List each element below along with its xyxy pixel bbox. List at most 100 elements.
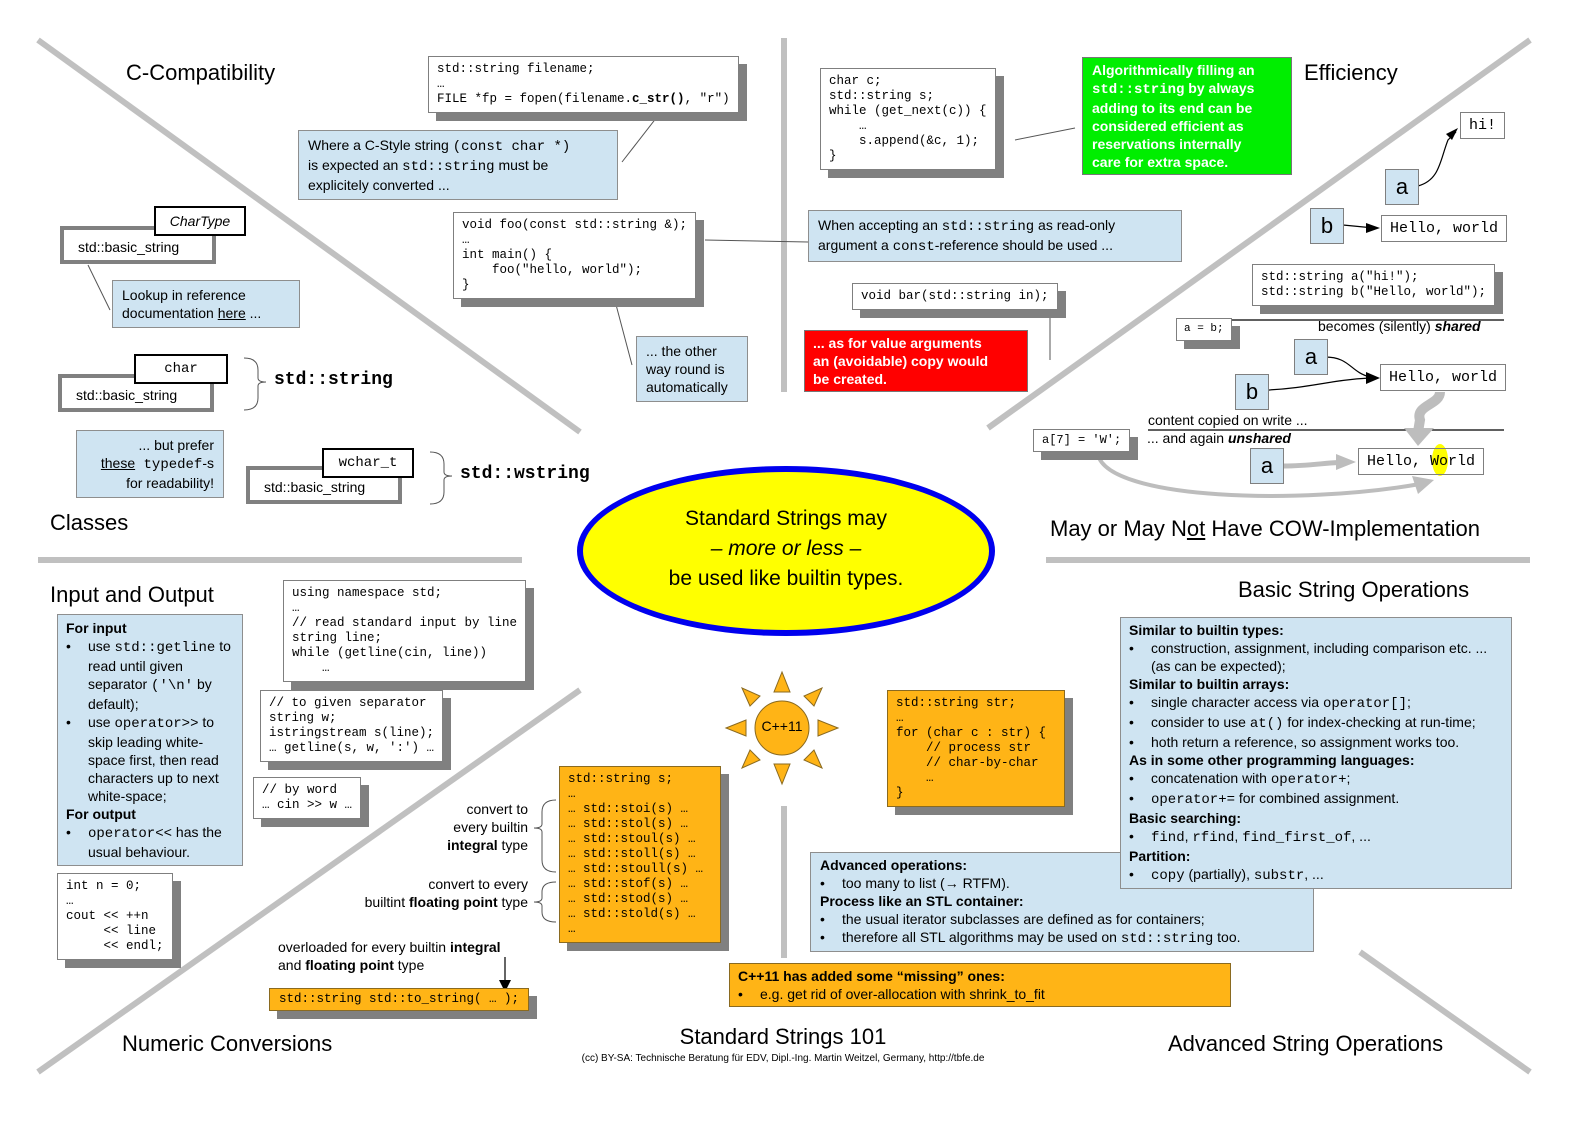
connector-foo xyxy=(704,239,809,243)
bullet-dot: • xyxy=(1129,640,1134,656)
code-line: std::string s; xyxy=(829,89,935,103)
label-text: type xyxy=(393,957,425,973)
code-line: // to given separator xyxy=(269,696,427,710)
bullet-dot: • xyxy=(1129,714,1134,730)
here-link[interactable]: here xyxy=(217,305,246,321)
note-header: Advanced operations: xyxy=(820,857,968,873)
code-by-word: // by word… cin >> w … xyxy=(253,777,362,819)
cow-write-arrowhead xyxy=(1412,476,1434,494)
label-text: overloaded for every builtin xyxy=(278,939,450,955)
note-bullet: •copy (partially), substr, ... xyxy=(1129,865,1503,885)
note-code: (const char *) xyxy=(452,139,571,155)
label-text: convert to xyxy=(466,801,528,817)
note-basic-ops: Similar to builtin types:•construction, … xyxy=(1120,617,1512,889)
label-text: type xyxy=(497,837,528,853)
note-code: std::string xyxy=(402,159,495,175)
code-write: a[7] = 'W'; xyxy=(1033,429,1131,452)
code-line: string w; xyxy=(269,711,337,725)
note-bullet: •operator+= for combined assignment. xyxy=(1129,789,1503,809)
note-text: care for extra space. xyxy=(1092,154,1229,170)
bullet-dot: • xyxy=(820,875,825,891)
code-line: … std::stof(s) … xyxy=(568,877,689,891)
note-text: must be xyxy=(494,157,549,173)
note-other-way: ... the other way round is automatically xyxy=(636,336,748,402)
value-highlight: W xyxy=(1430,453,1440,470)
code-line: … getline(s, w, ':') … xyxy=(269,741,435,755)
section-title-c-compatibility: C-Compatibility xyxy=(126,60,276,85)
label-copied-on-write: content copied on write ... xyxy=(1148,412,1308,428)
code-line: string line; xyxy=(292,631,383,645)
code-line: … xyxy=(896,771,934,785)
inline-text: too many to list (→ RTFM). xyxy=(842,875,1010,891)
code-to-string: std::string std::to_string( … ); xyxy=(269,988,530,1011)
note-bullet: •use operator>> to skip leading white-sp… xyxy=(66,714,219,804)
label-emphasis: integral xyxy=(450,939,501,955)
code-assign: a = b; xyxy=(1176,318,1232,341)
note-code: const xyxy=(892,239,935,255)
code-line: … xyxy=(66,894,74,908)
section-title-input-output: Input and Output xyxy=(50,582,214,607)
arrowhead-shared xyxy=(1366,372,1380,384)
inline-text: for index-checking at run-time; xyxy=(1283,714,1476,730)
code-line: int main() { xyxy=(462,248,553,262)
note-text: considered efficient as xyxy=(1092,118,1244,134)
bullet-dot: • xyxy=(1129,694,1134,710)
label-emphasis: shared xyxy=(1434,318,1481,334)
code-line: for (char c : str) { xyxy=(896,726,1047,740)
code-line: … xyxy=(829,119,867,133)
inline-text: , xyxy=(1184,828,1193,844)
inline-code: find_first_of xyxy=(1242,830,1352,846)
code-line: while (get_next(c)) { xyxy=(829,104,987,118)
bullet-text: hoth return a reference, so assignment w… xyxy=(1151,733,1459,751)
note-text: reservations internally xyxy=(1092,136,1242,152)
note-header: Basic searching: xyxy=(1129,810,1242,826)
divider-top-right-diagonal xyxy=(986,37,1532,431)
label-text: ... and again xyxy=(1147,430,1228,446)
var-b: b xyxy=(1310,208,1344,244)
brace-string xyxy=(243,357,267,411)
these-link[interactable]: these xyxy=(100,455,136,471)
inline-code: std::string xyxy=(1120,931,1214,947)
note-text: -s xyxy=(202,455,214,471)
bullet-dot: • xyxy=(1129,828,1134,844)
note-lookup: Lookup in reference documentation here .… xyxy=(112,280,300,328)
code-line: … std::stod(s) … xyxy=(568,892,689,906)
brace-float xyxy=(533,881,557,923)
label-emphasis: integral xyxy=(447,837,498,853)
inline-text: (partially), xyxy=(1184,866,1254,882)
code-line: … std::stoi(s) … xyxy=(568,802,689,816)
code-range-for: std::string str;…for (char c : str) { //… xyxy=(887,690,1065,807)
label-integral: convert to every builtin integral type xyxy=(400,800,528,854)
label-text: becomes (silently) xyxy=(1318,318,1435,334)
note-text: as read-only xyxy=(1034,217,1116,233)
code-getline-loop: using namespace std;…// read standard in… xyxy=(283,580,527,682)
note-header: C++11 has added some “missing” ones: xyxy=(738,968,1005,984)
value-hello-world: Hello, world xyxy=(1381,215,1508,242)
inline-text: , ... xyxy=(1351,828,1371,844)
code-line: … xyxy=(568,787,576,801)
note-code: typedef xyxy=(135,457,203,473)
note-text: is expected an xyxy=(308,157,403,173)
code-line: s.append(&c, 1); xyxy=(829,134,980,148)
code-line: cout << ++n xyxy=(66,909,149,923)
note-bullet: •operator<< has the usual behaviour. xyxy=(66,824,222,860)
center-line: be used like builtin types. xyxy=(668,567,904,590)
note-code: std::string xyxy=(941,219,1035,235)
note-text: Algorithmically filling an xyxy=(1092,62,1255,78)
bullet-dot: • xyxy=(1129,866,1134,882)
note-bullet: •construction, assignment, including com… xyxy=(1129,639,1503,675)
cpp11-sun-icon xyxy=(724,670,840,786)
value-text: Hello, xyxy=(1367,453,1431,470)
code-line: // process str xyxy=(896,741,1032,755)
code-line: … std::stoull(s) … xyxy=(568,862,704,876)
inline-code: shrink_to_fit xyxy=(969,986,1045,1002)
note-bullet: •e.g. get rid of over-allocation with sh… xyxy=(738,986,1045,1002)
note-code: operator<< xyxy=(88,826,173,842)
std-string-typedef: std::string xyxy=(274,370,393,390)
note-text: ... as for value arguments xyxy=(813,335,982,351)
brace-integral xyxy=(533,799,557,873)
code-line: … xyxy=(292,601,300,615)
cow-title-post: Have COW-Implementation xyxy=(1205,516,1480,541)
note-text: an (avoidable) copy would xyxy=(813,353,989,369)
inline-code: operator+= xyxy=(1151,792,1236,808)
